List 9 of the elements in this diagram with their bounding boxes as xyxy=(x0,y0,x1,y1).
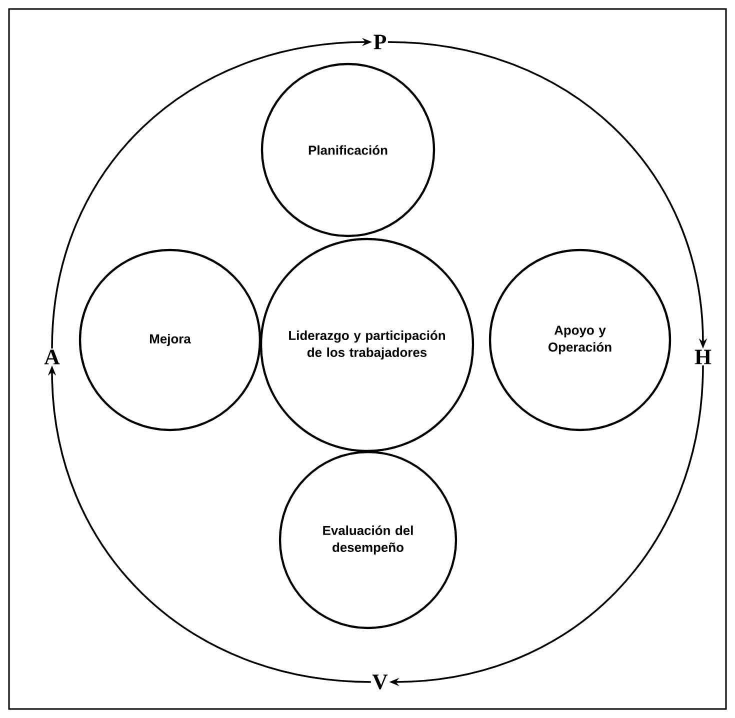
circle-node: Mejora xyxy=(78,248,262,432)
circle-node: Apoyo y Operación xyxy=(488,248,672,432)
circle-node: Evaluación del desempeño xyxy=(278,450,458,630)
circle-node: Planificación xyxy=(260,62,436,238)
circle-node: Liderazgo y participación de los trabajadores xyxy=(260,238,474,452)
cycle-letter: P xyxy=(374,34,386,50)
cycle-letter: A xyxy=(44,350,60,364)
cycle-letter: H xyxy=(694,350,712,364)
cycle-letter: V xyxy=(372,674,388,690)
